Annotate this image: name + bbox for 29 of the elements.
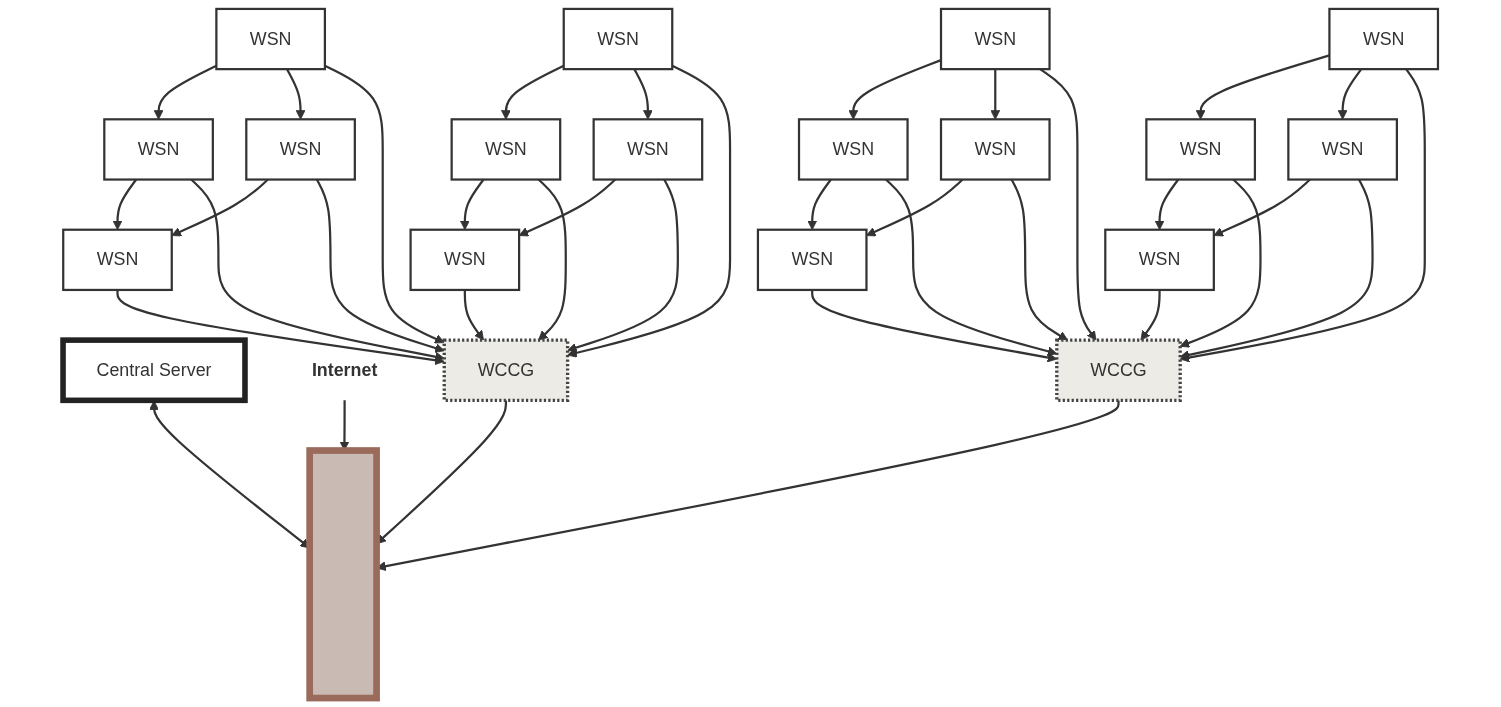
node-box: WSN — [797, 118, 909, 181]
node-box: WSN — [939, 118, 1051, 181]
node-box: WSN — [939, 7, 1051, 71]
node-box: WCCG — [442, 338, 570, 402]
node-bar — [306, 447, 380, 702]
node-box: WSN — [450, 118, 562, 181]
arrow — [153, 64, 217, 120]
node-box: WSN — [592, 118, 704, 181]
arrow — [1195, 54, 1330, 120]
node-box: WCCG — [1055, 338, 1182, 402]
node-box: WSN — [756, 228, 868, 292]
node-box: WSN — [62, 228, 173, 292]
arrow — [463, 289, 484, 341]
node-box: WSN — [1145, 118, 1256, 181]
node-box: WSN — [1328, 7, 1440, 71]
node-box: Central Server — [60, 337, 248, 404]
arrow — [848, 59, 942, 120]
node-box: WSN — [1104, 228, 1215, 292]
arrow — [324, 64, 445, 344]
node-box: WSN — [103, 118, 214, 181]
node-box: WSN — [409, 228, 521, 292]
node-box: WSN — [245, 118, 356, 181]
node-text: Internet — [311, 360, 378, 380]
node-box: WSN — [562, 7, 674, 71]
arrow — [990, 69, 1001, 120]
arrow — [1140, 289, 1161, 341]
node-box: WSN — [1287, 118, 1398, 181]
arrow — [1010, 179, 1069, 341]
node-box: WSN — [215, 7, 327, 71]
